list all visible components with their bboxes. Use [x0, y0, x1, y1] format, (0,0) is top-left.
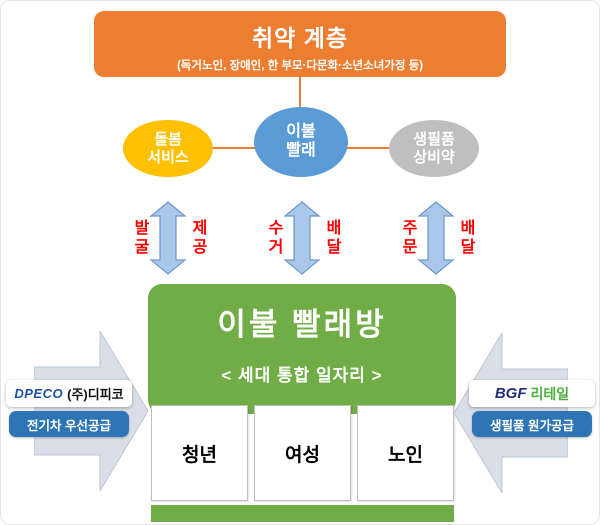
laundromat-title: 이불 빨래방: [217, 307, 387, 342]
flow-order-deliver: 주문 배달: [399, 200, 474, 276]
dpeco-logo-text: DPECO: [14, 386, 64, 401]
flow-collect-deliver: 수거 배달: [265, 200, 340, 276]
vulnerable-group-box: 취약 계층 (독거노인, 장애인, 한 부모·다문화·소년소녀가정 등): [94, 11, 506, 77]
necessities-line2: 상비약: [413, 148, 455, 166]
flow-right-label: 배달: [323, 219, 340, 257]
laundromat-box: 이불 빨래방 < 세대 통합 일자리 >: [148, 284, 456, 414]
bgf-retail-text: 리테일: [530, 385, 570, 402]
vulnerable-group-title: 취약 계층: [251, 25, 349, 51]
ev-supply-badge: 전기차 우선공급: [9, 411, 129, 437]
worker-label: 청년: [182, 444, 217, 466]
laundromat-subtitle: < 세대 통합 일자리 >: [221, 366, 383, 385]
blanket-laundry-line2: 빨래: [286, 142, 316, 159]
bgf-logo-text: BGF: [494, 385, 527, 402]
care-service-ellipse: 돌봄 서비스: [123, 120, 213, 177]
flow-discover-provide: 발굴 제공: [131, 200, 206, 276]
double-arrow-icon: [283, 201, 321, 275]
necessities-line1: 생필품: [413, 130, 455, 148]
blanket-laundry-ellipse: 이불 빨래: [254, 107, 348, 177]
care-service-line2: 서비스: [147, 148, 189, 166]
dpeco-company-text: (주)디피코: [67, 387, 124, 402]
worker-label: 여성: [285, 444, 320, 466]
worker-box-elderly: 노인: [357, 405, 454, 501]
blanket-laundry-line1: 이불: [286, 123, 316, 141]
double-arrow-icon: [149, 201, 187, 275]
necessities-ellipse: 생필품 상비약: [389, 120, 479, 177]
necessities-supply-badge: 생필품 원가공급: [472, 411, 592, 437]
bottom-green-strip: [151, 505, 454, 522]
vulnerable-group-subtitle: (독거노인, 장애인, 한 부모·다문화·소년소녀가정 등): [176, 60, 424, 72]
worker-box-women: 여성: [254, 405, 351, 501]
worker-box-youth: 청년: [151, 405, 248, 501]
flow-right-label: 제공: [189, 219, 206, 257]
dpeco-logo: DPECO (주)디피코: [6, 380, 132, 407]
care-service-line1: 돌봄: [154, 130, 182, 148]
flow-right-label: 배달: [457, 219, 474, 257]
flow-left-label: 발굴: [131, 219, 148, 257]
bgf-retail-logo: BGF 리테일: [469, 380, 595, 407]
connector-right: [347, 147, 391, 149]
connector-left: [211, 147, 255, 149]
worker-label: 노인: [388, 444, 423, 466]
connector-vertical: [299, 77, 301, 108]
flow-left-label: 주문: [399, 219, 416, 257]
flow-left-label: 수거: [265, 219, 282, 257]
double-arrow-icon: [417, 201, 455, 275]
